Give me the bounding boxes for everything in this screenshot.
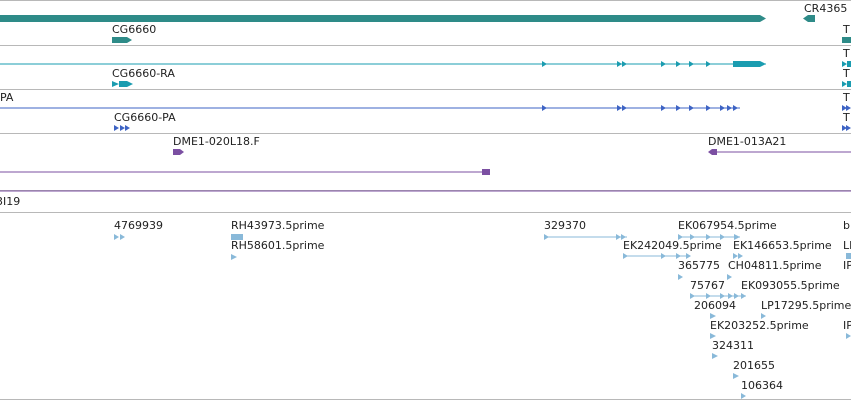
protein-marker[interactable] <box>676 105 681 111</box>
track-separator <box>0 399 851 400</box>
dme1-013a21-glyph[interactable] <box>708 149 717 155</box>
est-label[interactable]: EK093055.5prime <box>741 279 840 292</box>
est-label[interactable]: EK146653.5prime <box>733 239 832 252</box>
protein-label-left[interactable]: PA <box>0 91 14 104</box>
protein-label-right-2[interactable]: T <box>843 111 850 124</box>
gene-right-glyph[interactable] <box>842 37 851 43</box>
protein-marker[interactable] <box>617 105 622 111</box>
est-label[interactable]: 365775 <box>678 259 720 272</box>
gene-cg6660-glyph[interactable] <box>112 37 132 43</box>
track-separator <box>0 45 851 46</box>
right-transcript-glyph-2[interactable] <box>842 81 851 87</box>
est-glyph[interactable] <box>231 254 237 260</box>
est-label[interactable]: RH43973.5prime <box>231 219 325 232</box>
gene-cr4365-glyph[interactable] <box>803 15 815 22</box>
est-glyph[interactable] <box>733 373 739 379</box>
protein-marker[interactable] <box>689 105 694 111</box>
protein-marker[interactable] <box>661 105 666 111</box>
est-glyph[interactable] <box>733 253 743 259</box>
est-label[interactable]: EK242049.5prime <box>623 239 722 252</box>
est-label[interactable]: LI <box>843 239 851 252</box>
est-label[interactable]: b <box>843 219 850 232</box>
est-track <box>114 234 851 399</box>
est-glyph[interactable] <box>690 293 746 299</box>
right-protein-glyph-1[interactable] <box>842 105 851 111</box>
est-glyph[interactable] <box>712 353 718 359</box>
est-label[interactable]: RH58601.5prime <box>231 239 325 252</box>
est-glyph[interactable] <box>846 253 851 259</box>
cg6660-ra-glyph[interactable] <box>112 81 133 87</box>
gene-cg6660-long-arrow[interactable] <box>0 15 766 22</box>
clone-label-dme1-020l18[interactable]: DME1-020L18.F <box>173 135 260 148</box>
est-label[interactable]: IP <box>843 319 851 332</box>
protein-marker[interactable] <box>733 105 738 111</box>
est-label[interactable]: EK203252.5prime <box>710 319 809 332</box>
exon-marker[interactable] <box>542 61 547 67</box>
transcript-label-right-2[interactable]: T <box>843 67 850 80</box>
exon-marker[interactable] <box>622 61 627 67</box>
gene-label-right[interactable]: T <box>843 23 850 36</box>
est-label[interactable]: 324311 <box>712 339 754 352</box>
est-label[interactable]: 329370 <box>544 219 586 232</box>
protein-label-cg6660-pa[interactable]: CG6660-PA <box>114 111 176 124</box>
est-label[interactable]: 106364 <box>741 379 783 392</box>
cg6660-pa-glyph[interactable] <box>114 125 130 131</box>
est-glyph[interactable] <box>114 234 125 240</box>
protein-marker[interactable] <box>727 105 732 111</box>
exon-marker[interactable] <box>689 61 694 67</box>
est-glyph[interactable] <box>623 253 691 259</box>
exon-marker[interactable] <box>676 61 681 67</box>
gene-label-cr4365[interactable]: CR4365 <box>804 2 848 15</box>
right-transcript-glyph-1[interactable] <box>842 61 851 67</box>
est-label[interactable]: CH04811.5prime <box>728 259 822 272</box>
est-glyph[interactable] <box>678 234 740 240</box>
est-label[interactable]: 206094 <box>694 299 736 312</box>
bac-label[interactable]: 3I19 <box>0 195 21 208</box>
est-label[interactable]: LP17295.5prime <box>761 299 851 312</box>
clone-label-dme1-013a21[interactable]: DME1-013A21 <box>708 135 787 148</box>
protein-marker[interactable] <box>706 105 711 111</box>
est-label[interactable]: 75767 <box>690 279 725 292</box>
protein-label-right-1[interactable]: T <box>843 91 850 104</box>
gene-label-cg6660[interactable]: CG6660 <box>112 23 157 36</box>
exon-marker[interactable] <box>661 61 666 67</box>
est-label[interactable]: IP <box>843 259 851 272</box>
transcript-label-right-1[interactable]: T <box>843 47 850 60</box>
exon-block[interactable] <box>733 61 766 67</box>
clone-left-end[interactable] <box>482 169 490 175</box>
est-glyph[interactable] <box>741 393 746 399</box>
track-separator <box>0 89 851 90</box>
est-label[interactable]: 4769939 <box>114 219 163 232</box>
exon-marker[interactable] <box>617 61 622 67</box>
protein-marker[interactable] <box>542 105 547 111</box>
gene-track <box>0 15 851 43</box>
protein-marker[interactable] <box>720 105 725 111</box>
right-protein-glyph-2[interactable] <box>842 125 851 131</box>
track-separator <box>0 0 851 1</box>
transcript-label-cg6660-ra[interactable]: CG6660-RA <box>112 67 175 80</box>
exon-marker[interactable] <box>706 61 711 67</box>
track-separator <box>0 212 851 213</box>
est-label[interactable]: 201655 <box>733 359 775 372</box>
clone-track <box>0 149 851 175</box>
track-separator <box>0 133 851 134</box>
protein-marker[interactable] <box>622 105 627 111</box>
dme1-020l18-glyph[interactable] <box>173 149 184 155</box>
protein-track <box>0 105 851 131</box>
est-label[interactable]: EK067954.5prime <box>678 219 777 232</box>
transcript-track <box>0 61 851 87</box>
est-glyph[interactable] <box>231 234 243 240</box>
